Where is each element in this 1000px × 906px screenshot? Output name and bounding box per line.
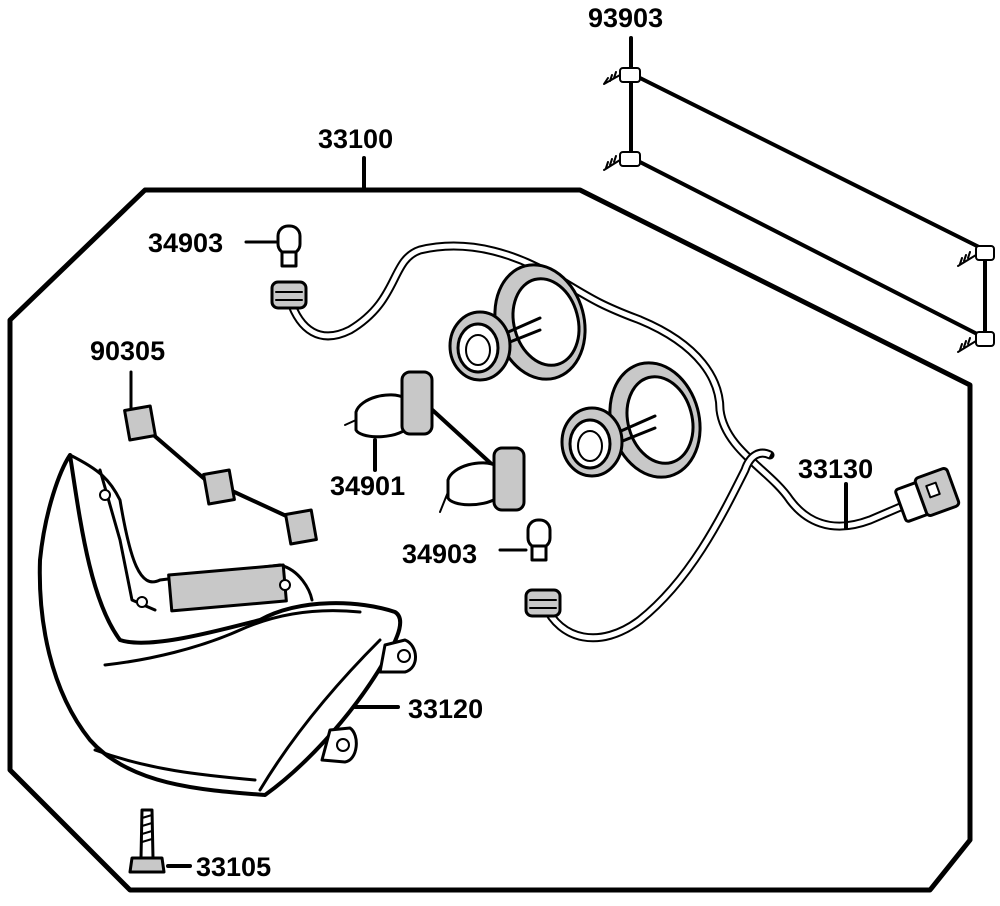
clip-icon xyxy=(123,404,157,442)
screw-set-93903 xyxy=(603,36,995,353)
bolt-33105 xyxy=(128,808,192,874)
small-bulb-upper-icon xyxy=(244,224,302,268)
socket-upper xyxy=(448,263,587,382)
assembly-boundary xyxy=(7,156,973,893)
label-90305: 90305 xyxy=(90,336,165,366)
screw-icon xyxy=(957,245,995,267)
label-34903-bottom: 34903 xyxy=(402,539,477,569)
screw-icon xyxy=(957,331,995,353)
clips-90305 xyxy=(123,370,318,546)
label-34903-top: 34903 xyxy=(148,228,223,258)
small-bulb-lower-icon xyxy=(498,518,552,562)
label-33120: 33120 xyxy=(408,694,483,724)
screw-icon xyxy=(603,151,641,171)
label-33130: 33130 xyxy=(798,454,873,484)
label-33100: 33100 xyxy=(318,124,393,154)
screw-icon xyxy=(603,67,641,85)
wiring-harness-33130 xyxy=(285,241,961,643)
clip-icon xyxy=(284,508,318,546)
headlight-housing-33120 xyxy=(37,453,417,797)
label-34901: 34901 xyxy=(330,471,405,501)
label-33105: 33105 xyxy=(196,852,271,882)
bulb-socket-lower xyxy=(524,588,562,618)
label-93903: 93903 xyxy=(588,3,663,33)
halogen-bulb-icon xyxy=(439,446,526,513)
clip-icon xyxy=(202,468,236,506)
connector-icon xyxy=(894,467,961,523)
bulb-socket-upper xyxy=(270,280,308,310)
socket-lower xyxy=(560,361,702,479)
main-bulbs-34901 xyxy=(344,370,526,513)
halogen-bulb-icon xyxy=(344,370,434,439)
